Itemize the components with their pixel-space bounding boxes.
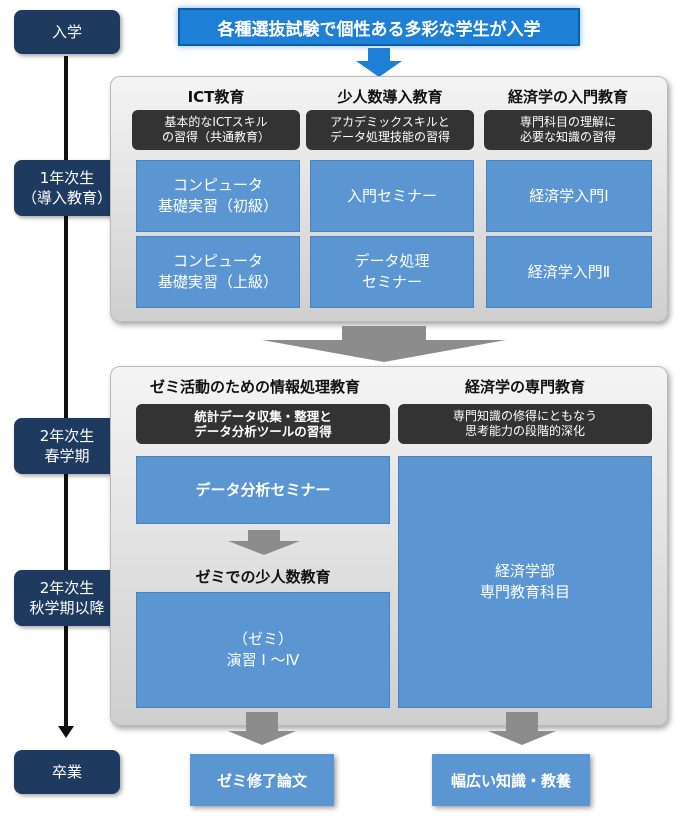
inner-arrow-head xyxy=(228,541,300,555)
timeline-arrow-head xyxy=(58,726,74,738)
seminar-section-title: ゼミでの少人数教育 xyxy=(195,568,331,586)
outcome-arrow-left-head xyxy=(228,731,296,745)
stage-first-year: 1年次生 （導入教育） xyxy=(14,160,120,216)
flow-arrow-body xyxy=(342,326,426,340)
admission-banner: 各種選抜試験で個性ある多彩な学生が入学 xyxy=(178,8,580,46)
seminar-box: （ゼミ） 演習 Ⅰ ～Ⅳ xyxy=(136,592,390,708)
banner-arrow-stem xyxy=(368,48,390,62)
column-desc-small-group: アカデミックスキルと データ処理技能の習得 xyxy=(306,110,474,150)
column-title-ict: ICT教育 xyxy=(187,88,245,106)
outcome-arrow-left-body xyxy=(246,712,278,732)
course-box: 入門セミナー xyxy=(310,160,474,232)
column-title-small-group: 少人数導入教育 xyxy=(337,88,443,106)
course-box: 経済学入門Ⅰ xyxy=(486,160,652,232)
column-desc-econ-intro: 専門科目の理解に 必要な知識の習得 xyxy=(484,110,652,150)
specialized-courses-box: 経済学部 専門教育科目 xyxy=(398,456,652,708)
left-section-title: ゼミ活動のための情報処理教育 xyxy=(149,378,360,396)
right-section-desc: 専門知識の修得にともなう 思考能力の段階的深化 xyxy=(398,404,652,444)
column-title-econ-intro: 経済学の入門教育 xyxy=(507,88,628,106)
flow-arrow-head xyxy=(262,340,506,362)
data-analysis-seminar-box: データ分析セミナー xyxy=(136,456,390,524)
course-box: データ処理 セミナー xyxy=(310,236,474,308)
left-section-desc: 統計データ収集・整理と データ分析ツールの習得 xyxy=(136,404,390,444)
outcome-arrow-right-head xyxy=(488,731,556,745)
stage-enrollment: 入学 xyxy=(14,10,120,54)
course-box: 経済学入門Ⅱ xyxy=(486,236,652,308)
outcome-knowledge: 幅広い知識・教養 xyxy=(432,754,590,806)
banner-arrow-head xyxy=(356,61,402,77)
right-section-title: 経済学の専門教育 xyxy=(464,378,585,396)
course-box: コンピュータ 基礎実習（初級） xyxy=(136,160,300,232)
timeline-line xyxy=(64,56,68,728)
outcome-thesis: ゼミ修了論文 xyxy=(190,754,334,806)
stage-second-year-fall: 2年次生 秋学期以降 xyxy=(14,570,120,626)
column-desc-ict: 基本的なICTスキル の習得（共通教育） xyxy=(132,110,300,150)
course-box: コンピュータ 基礎実習（上級） xyxy=(136,236,300,308)
inner-arrow-body xyxy=(248,530,280,542)
stage-second-year-spring: 2年次生 春学期 xyxy=(14,418,120,474)
outcome-arrow-right-body xyxy=(506,712,538,732)
stage-graduation: 卒業 xyxy=(14,750,120,794)
